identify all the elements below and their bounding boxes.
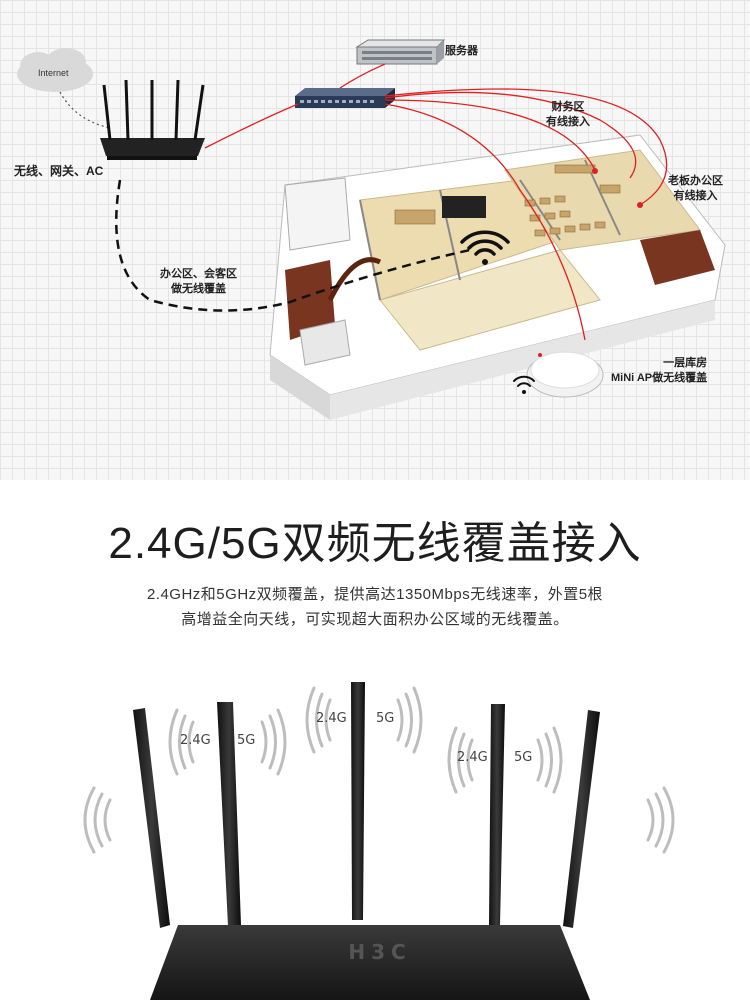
finance-area-label-line2: 有线接入	[546, 116, 590, 128]
warehouse-label: 一层库房 MiNi AP做无线覆盖	[611, 356, 707, 386]
wired-connections	[204, 63, 668, 341]
office-area-label-line2: 做无线覆盖	[171, 283, 226, 295]
boss-office-label: 老板办公区 有线接入	[668, 174, 723, 204]
internet-cloud-icon	[17, 48, 93, 92]
ap-wifi-icon	[513, 375, 535, 394]
antennas	[133, 682, 600, 928]
wifi-icon	[460, 230, 510, 265]
warehouse-label-line1: 一层库房	[663, 357, 708, 369]
wireless-link	[115, 179, 471, 312]
band-label-2g: 2.4G	[180, 733, 211, 748]
headline-section: 2.4G/5G双频无线覆盖接入 2.4GHz和5GHz双频覆盖，提供高达1350…	[0, 480, 750, 670]
router-photo: 2.4G 5G 2.4G 5G 2.4G 5G H3C	[0, 670, 750, 1000]
office-area-label-line1: 办公区、会客区	[160, 268, 237, 280]
network-diagram: Internet 无线、网关、AC 服务器 财务区 有线接入 老板办公区 有线接…	[0, 0, 750, 480]
band-label-5g: 5G	[376, 711, 395, 726]
office-area-label: 办公区、会客区 做无线覆盖	[160, 267, 237, 297]
band-label-2g: 2.4G	[316, 711, 347, 726]
finance-endpoint-dot	[592, 168, 598, 174]
internet-label: Internet	[38, 68, 69, 78]
h3c-logo: H3C	[348, 940, 412, 964]
tv-screen	[442, 196, 486, 218]
feature-description: 2.4GHz和5GHz双频覆盖，提供高达1350Mbps无线速率，外置5根 高增…	[55, 582, 695, 632]
server-label: 服务器	[445, 45, 478, 57]
band-label-5g: 5G	[237, 733, 256, 748]
router-label: 无线、网关、AC	[14, 164, 104, 178]
router-graphic	[83, 682, 675, 1000]
band-label-5g: 5G	[514, 750, 533, 765]
finance-area-label-line1: 财务区	[551, 101, 585, 113]
diagram-graphic	[17, 39, 726, 420]
switch-icon	[295, 88, 395, 108]
warehouse-label-line2: MiNi AP做无线覆盖	[611, 372, 708, 384]
finance-area-label: 财务区 有线接入	[546, 100, 590, 130]
description-line1: 2.4GHz和5GHz双频覆盖，提供高达1350Mbps无线速率，外置5根	[146, 586, 604, 603]
mini-ap-icon	[526, 351, 604, 398]
boss-office-label-line2: 有线接入	[673, 190, 718, 202]
boss-endpoint-dot	[637, 202, 643, 208]
router-icon	[100, 79, 205, 160]
staircase	[285, 230, 715, 340]
office-floorplan	[269, 134, 726, 420]
signal-waves	[83, 686, 675, 854]
router-body	[150, 925, 590, 1000]
server-icon	[355, 39, 446, 65]
page-title: 2.4G/5G双频无线覆盖接入	[108, 519, 642, 568]
description-line2: 高增益全向天线，可实现超大面积办公区域的无线覆盖。	[181, 611, 569, 628]
band-label-2g: 2.4G	[457, 750, 488, 765]
boss-office-label-line1: 老板办公区	[668, 175, 723, 187]
